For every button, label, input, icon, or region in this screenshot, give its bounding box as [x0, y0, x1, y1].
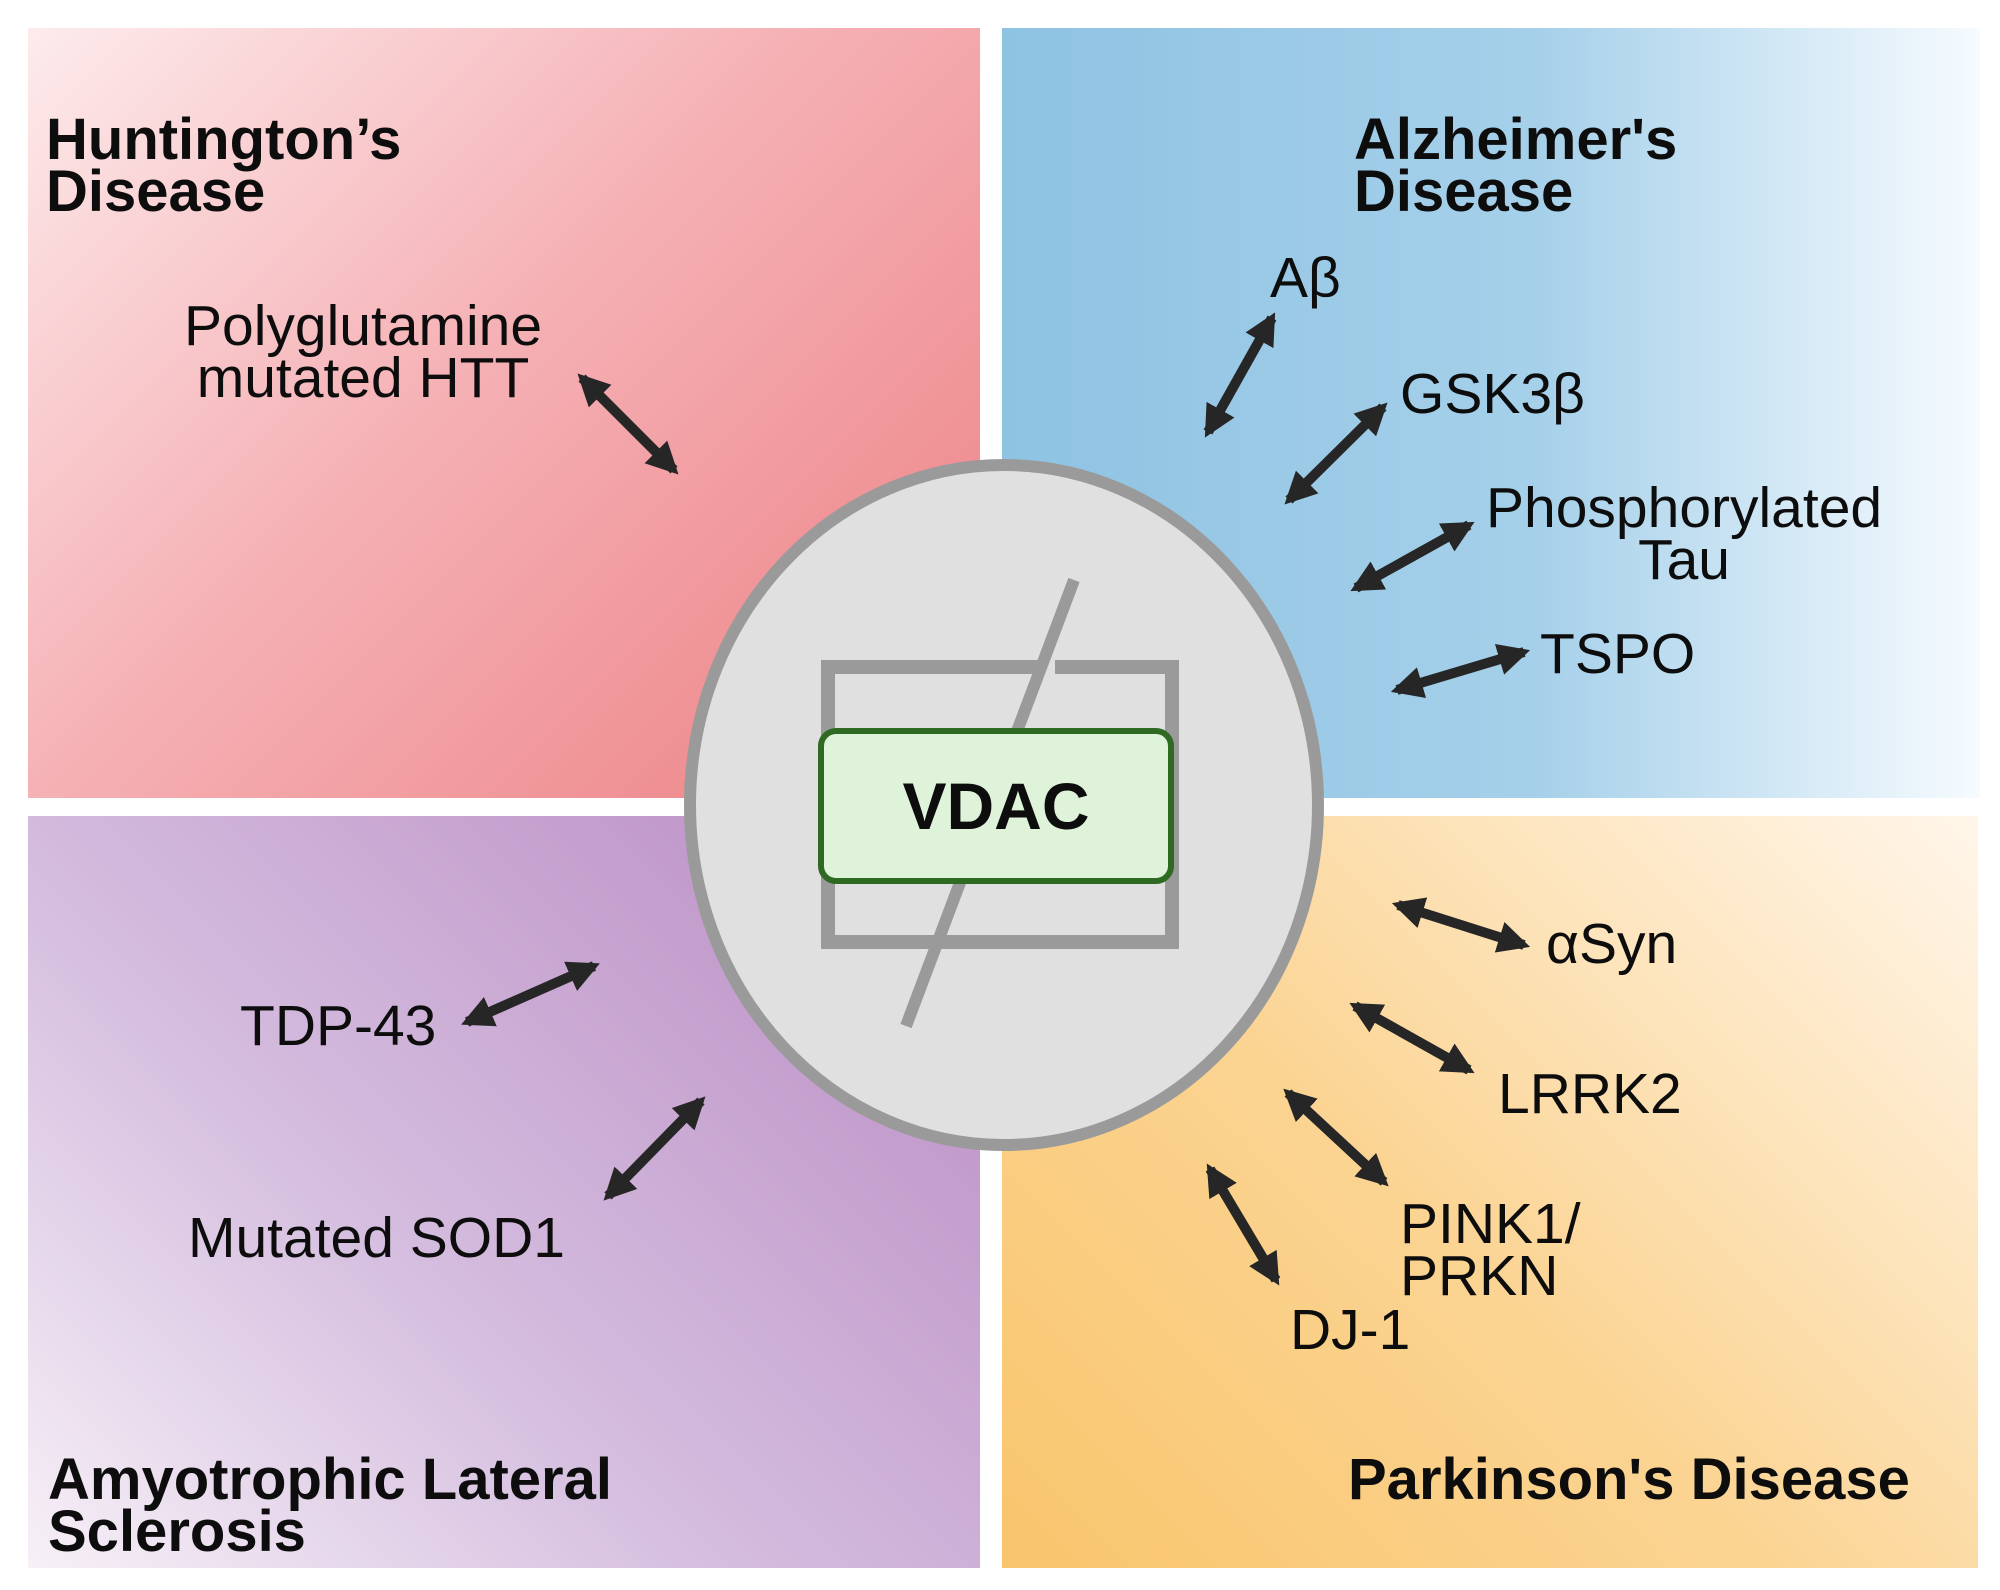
label-tdp43: TDP-43: [240, 994, 437, 1058]
label-dj1: DJ-1: [1290, 1298, 1411, 1362]
arrow-pink1: [1283, 1088, 1389, 1187]
arrow-abeta: [1203, 312, 1277, 438]
arrow-tspo: [1390, 644, 1531, 698]
label-pink1: PINK1/ PRKN: [1400, 1192, 1581, 1308]
label-lrrk2: LRRK2: [1498, 1062, 1682, 1126]
label-tspo: TSPO: [1540, 622, 1696, 686]
parkinson-heading: Parkinson's Disease: [1348, 1447, 1910, 1512]
label-abeta: Aβ: [1270, 246, 1341, 310]
vdac-box: VDAC: [818, 728, 1174, 884]
arrow-lrrk2: [1349, 1001, 1475, 1075]
label-htt: Polyglutamine mutated HTT: [184, 294, 543, 410]
arrow-sod1: [603, 1096, 706, 1201]
label-sod1: Mutated SOD1: [188, 1206, 566, 1270]
arrow-asyn: [1391, 897, 1531, 953]
alzheimer-heading: Alzheimer's Disease: [1354, 107, 1678, 224]
label-ptau: Phosphorylated Tau: [1486, 476, 1883, 592]
arrow-ptau: [1350, 520, 1475, 593]
arrow-htt: [577, 373, 679, 475]
vdac-label: VDAC: [902, 769, 1090, 843]
als-heading: Amyotrophic Lateral Sclerosis: [48, 1447, 612, 1564]
label-gsk3b: GSK3β: [1400, 362, 1585, 426]
arrow-dj1: [1205, 1163, 1281, 1286]
arrow-gsk3b: [1284, 402, 1388, 505]
huntington-heading: Huntington’s Disease: [46, 107, 402, 224]
arrow-tdp43: [461, 961, 600, 1027]
label-asyn: αSyn: [1546, 912, 1678, 976]
